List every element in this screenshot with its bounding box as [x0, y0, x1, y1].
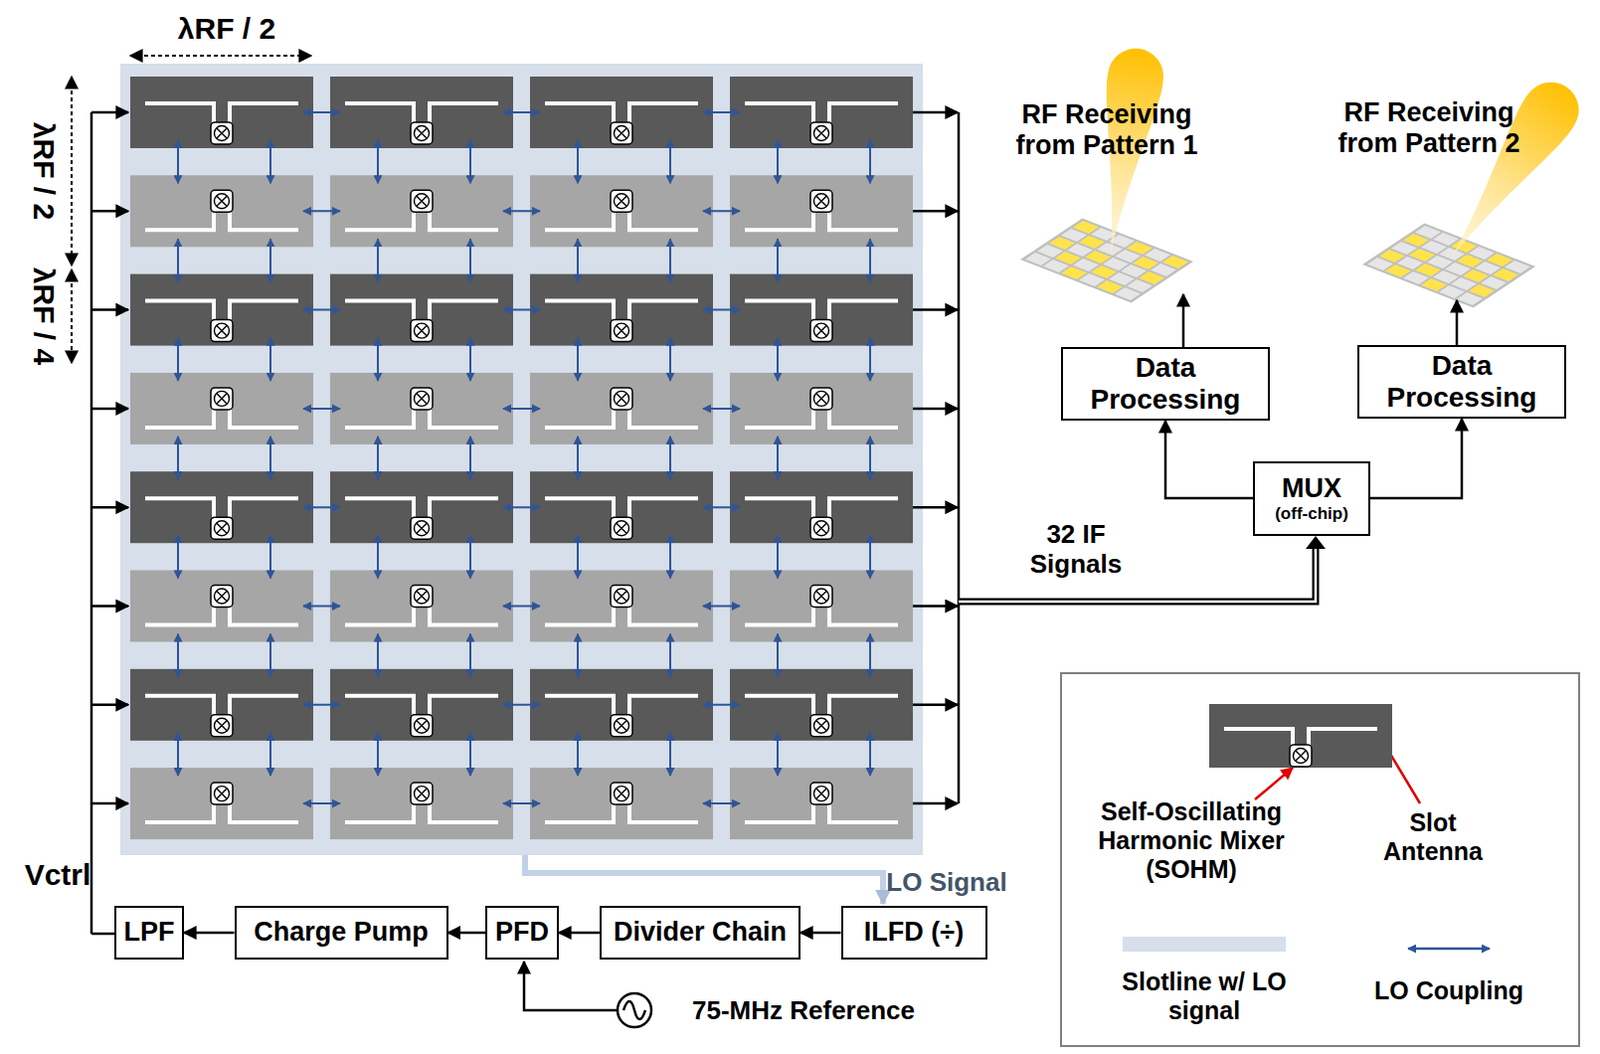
- antenna-tile: [530, 274, 713, 347]
- process-box: LPF: [114, 905, 184, 960]
- antenna-tile: [130, 76, 314, 149]
- reference-label: 75-MHz Reference: [692, 996, 915, 1027]
- legend-box: [1061, 673, 1580, 1047]
- signal-name: 32 IF Signals: [1021, 520, 1131, 580]
- antenna-tile: [330, 372, 514, 445]
- process-box: PFD: [485, 905, 559, 960]
- antenna-tile: [330, 471, 514, 543]
- antenna-tile: [130, 767, 314, 840]
- dimension-label: λRF / 2: [177, 11, 276, 47]
- antenna-tile: [530, 471, 713, 543]
- dimension-label: λRF / 2: [26, 122, 62, 220]
- data-to-figure-arrows: [1183, 294, 1457, 348]
- process-box: MUX(off-chip): [1252, 461, 1371, 536]
- process-box: Data Processing: [1061, 347, 1270, 421]
- antenna-tile: [130, 570, 314, 643]
- signal-arrow: [558, 931, 600, 935]
- signal-name: LO Signal: [886, 868, 1007, 898]
- antenna-tile: [530, 669, 713, 741]
- antenna-tile: [729, 767, 913, 840]
- antenna-tile: [530, 175, 713, 247]
- process-box: Divider Chain: [599, 905, 801, 960]
- process-box: Data Processing: [1357, 345, 1567, 419]
- antenna-tile: [530, 570, 713, 643]
- signal-arrow: [448, 931, 487, 935]
- antenna-tile: [330, 76, 514, 149]
- antenna-tile: [130, 274, 314, 347]
- antenna-tile: [330, 274, 514, 347]
- box-label: Charge Pump: [253, 916, 429, 948]
- signal-arrow: [183, 931, 235, 935]
- box-label: Data Processing: [1063, 352, 1268, 416]
- antenna-tile: [330, 669, 514, 741]
- box-label: LPF: [124, 916, 176, 948]
- process-box: Charge Pump: [234, 905, 449, 960]
- box-label: Data Processing: [1359, 350, 1565, 414]
- signal-name: Vctrl: [24, 858, 92, 893]
- dimension-arrows: [71, 55, 312, 363]
- figure-caption: RF Receiving from Pattern 1: [992, 99, 1222, 162]
- figure-caption: RF Receiving from Pattern 2: [1314, 97, 1544, 160]
- lo-coupling-arrows: [177, 112, 871, 804]
- antenna-tile: [530, 76, 713, 149]
- box-label: ILFD (÷): [864, 916, 964, 948]
- reference-oscillator: [524, 961, 652, 1028]
- signal-arrow: [1370, 418, 1462, 499]
- antenna-tile: [330, 767, 514, 840]
- legend-text: LO Coupling: [1354, 976, 1544, 1006]
- dimension-label: λRF / 4: [26, 267, 62, 365]
- legend-swatch: [1122, 936, 1286, 952]
- box-label: Divider Chain: [613, 916, 787, 948]
- antenna-tile: [330, 570, 514, 643]
- antenna-tile: [729, 471, 913, 543]
- antenna-tile: [729, 372, 913, 445]
- antenna-tile: [130, 669, 314, 741]
- antenna-tile: [729, 175, 913, 247]
- antenna-tile: [530, 767, 713, 840]
- box-label: MUX: [1281, 473, 1342, 505]
- slotline-panel: [120, 63, 923, 856]
- antenna-tile: [130, 175, 314, 247]
- legend-text: Self-Oscillating Harmonic Mixer (SOHM): [1066, 797, 1316, 884]
- box-label: (off-chip): [1274, 504, 1349, 525]
- box-label: PFD: [495, 916, 549, 948]
- lo-signal-line: [525, 855, 884, 904]
- antenna-tile: [130, 372, 314, 445]
- signal-arrow: [1165, 420, 1253, 499]
- beam-pattern-figure: [1020, 44, 1194, 303]
- bias-and-if-wires: [91, 112, 1326, 934]
- antenna-tile: [130, 471, 314, 543]
- antenna-tile: [1209, 704, 1393, 768]
- legend-text: Slotline w/ LO signal: [1119, 967, 1289, 1026]
- signal-arrow: [800, 931, 842, 935]
- process-box: ILFD (÷): [841, 905, 988, 960]
- legend-text: Slot Antenna: [1373, 808, 1493, 867]
- antenna-tile: [729, 274, 913, 347]
- antenna-tile: [729, 669, 913, 741]
- antenna-tile: [729, 570, 913, 643]
- antenna-tile: [530, 372, 713, 445]
- antenna-tile: [729, 76, 913, 149]
- antenna-tile: [330, 175, 514, 247]
